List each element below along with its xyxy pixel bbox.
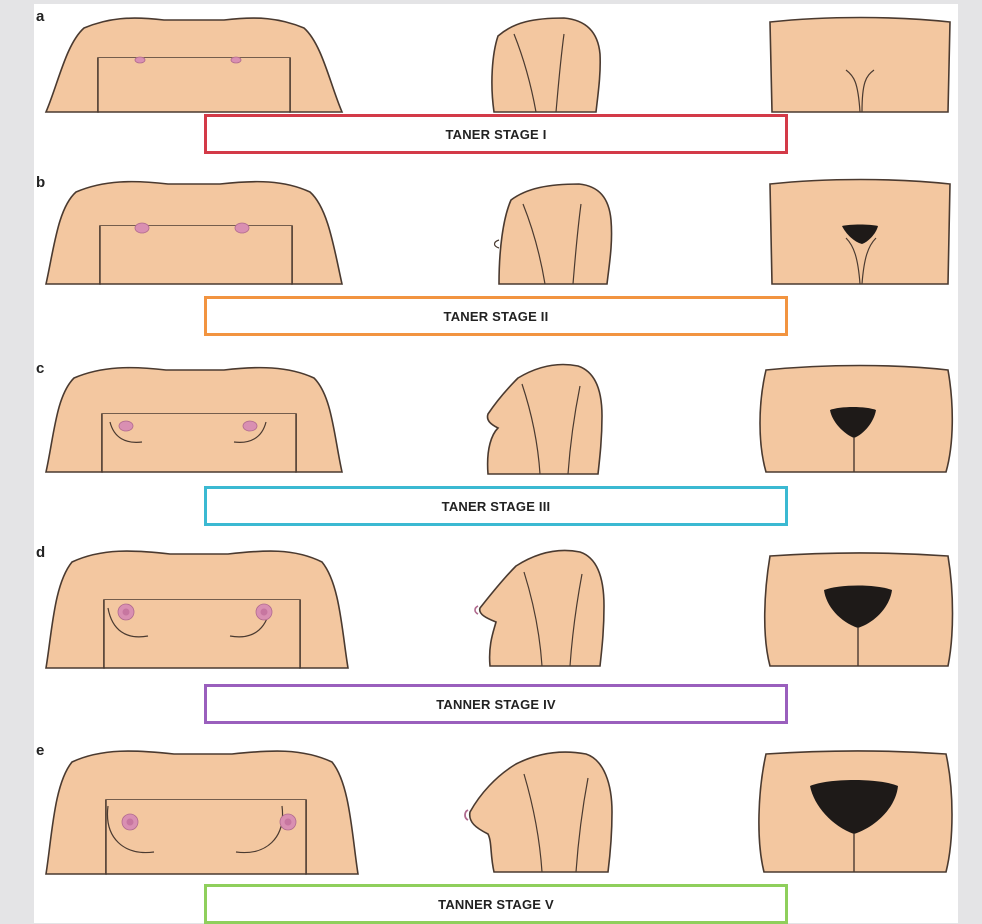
stage-label-box: TANER STAGE III [204,486,788,526]
stage-label-box: TANNER STAGE V [204,884,788,924]
breast-side-figure [489,180,619,286]
breast-front-figure [44,364,344,474]
breast-front-figure [44,548,350,670]
pubic-figure [766,14,956,114]
stage-label-box: TANER STAGE II [204,296,788,336]
tanner-stage-sheet: a TANER STAGE I b [34,4,958,923]
breast-side-figure [464,750,624,874]
stage-label-box: TANNER STAGE IV [204,684,788,724]
breast-side-figure [474,548,614,668]
pubic-figure [760,552,956,668]
breast-front-figure [44,14,344,114]
stage-label-box: TANER STAGE I [204,114,788,154]
breast-front-figure [44,748,360,876]
pubic-figure [754,750,956,874]
breast-side-figure [474,362,614,476]
breast-front-figure [44,178,344,286]
pubic-figure [756,364,956,474]
pubic-figure [766,178,956,286]
breast-side-figure [474,14,604,114]
